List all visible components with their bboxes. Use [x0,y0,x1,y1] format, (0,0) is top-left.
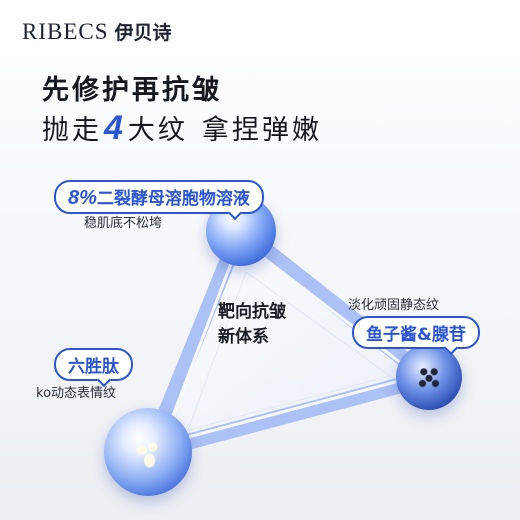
ingredient-desc-caviar: 淡化顽固静态纹 [348,298,440,313]
ingredient-label: 二裂酵母溶胞物溶液 [96,189,250,209]
ingredient-sphere-caviar [396,344,462,410]
triangle-shape [142,222,436,460]
brand-logo: RIBECS 伊贝诗 [22,18,172,45]
subline: 抛走 4 大纹 拿捏弹嫩 [42,108,322,148]
ingredient-tag-yeast: 8%二裂酵母溶胞物溶液 [54,180,264,214]
ingredient-tag-caviar: 鱼子酱&腺苷 [352,316,480,349]
ingredient-desc-peptide: ko动态表情纹 [36,386,117,401]
subline-number: 4 [104,109,126,147]
brand-name-en: RIBECS [22,19,109,44]
subline-mid: 大纹 [127,115,188,146]
ingredient-sphere-peptide [104,408,192,496]
ingredient-percent: 8% [68,187,97,209]
subline-pre: 抛走 [42,115,102,146]
headline: 先修护再抗皱 [42,75,222,106]
center-title-line2: 新体系 [218,327,269,347]
triangle-inner-shadow [187,271,392,431]
center-title: 靶向抗皱 新体系 [218,300,286,350]
caviar-dots-icon [416,364,442,390]
peptide-flakes-icon [132,438,164,468]
triangle-inner-highlight [159,237,422,447]
subline-post: 拿捏弹嫩 [201,115,322,146]
brand-name-cn: 伊贝诗 [114,22,172,44]
ingredient-tag-peptide: 六胜肽 [54,348,133,381]
center-title-line1: 靶向抗皱 [218,302,286,322]
ingredient-desc-yeast: 稳肌底不松垮 [84,216,163,231]
